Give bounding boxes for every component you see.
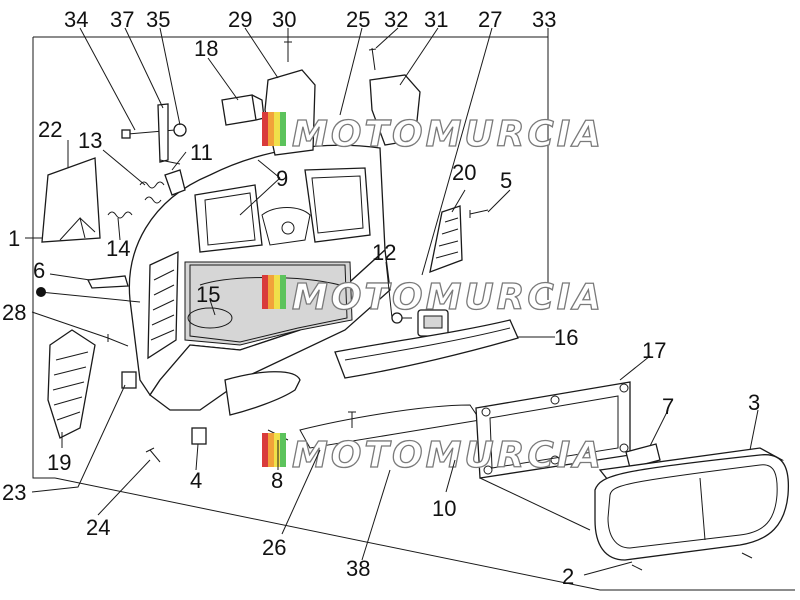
- callout-5: 5: [500, 168, 512, 193]
- callout-14: 14: [106, 236, 130, 261]
- callout-7: 7: [662, 394, 674, 419]
- callout-25: 25: [346, 7, 370, 32]
- lens-2: [594, 454, 790, 571]
- callout-11: 11: [190, 140, 213, 165]
- callout-37: 37: [110, 7, 134, 32]
- callout-labels: 34 37 35 29 30 25 32 31 27 33 18 22 13 1…: [2, 7, 760, 589]
- grille-20: [429, 205, 463, 274]
- watermark-text: MOTOMURCIA: [292, 114, 604, 155]
- part-22-sheet: [41, 157, 101, 243]
- screw-32: [368, 47, 377, 71]
- callout-34: 34: [64, 7, 88, 32]
- part-18-bracket: [221, 94, 265, 126]
- callout-32: 32: [384, 7, 408, 32]
- watermark-1: MOTOMURCIA: [262, 112, 604, 156]
- springs: [107, 169, 186, 219]
- callout-9: 9: [276, 166, 288, 191]
- screw-24: [145, 447, 161, 463]
- panel-26: [224, 371, 301, 416]
- callout-1: 1: [8, 226, 20, 251]
- callout-16: 16: [554, 325, 578, 350]
- callout-20: 20: [452, 160, 476, 185]
- callout-23: 23: [2, 480, 26, 505]
- callout-4: 4: [190, 468, 202, 493]
- callout-31: 31: [424, 7, 448, 32]
- screw-28: [107, 334, 129, 347]
- bracket-7: [625, 443, 661, 469]
- callout-24: 24: [86, 515, 110, 540]
- callout-26: 26: [262, 535, 286, 560]
- callout-8: 8: [271, 468, 283, 493]
- watermark-3: MOTOMURCIA: [262, 433, 604, 477]
- callout-27: 27: [478, 7, 502, 32]
- grille-19: [47, 329, 96, 439]
- callout-10: 10: [432, 496, 456, 521]
- clip-23: [121, 371, 137, 389]
- grille-body-left: [147, 250, 179, 360]
- callout-12: 12: [372, 240, 396, 265]
- callout-17: 17: [642, 338, 666, 363]
- frame-17: [475, 381, 631, 479]
- screw-5: [469, 209, 489, 218]
- callout-6: 6: [33, 258, 45, 283]
- callout-3: 3: [748, 390, 760, 415]
- latch-assembly: [121, 103, 187, 165]
- leader-lines: [25, 27, 759, 576]
- watermark-text: MOTOMURCIA: [292, 435, 604, 476]
- callout-33: 33: [532, 7, 556, 32]
- clip-4: [191, 427, 207, 445]
- bullet-dot: [36, 287, 46, 297]
- callout-28: 28: [2, 300, 26, 325]
- callout-30: 30: [272, 7, 296, 32]
- trim-16-groove: [344, 327, 511, 361]
- part-31-cover: [369, 74, 421, 146]
- callout-22: 22: [38, 117, 62, 142]
- screw-10: [348, 411, 356, 428]
- callout-35: 35: [146, 7, 170, 32]
- glovebox-shell: [128, 144, 391, 411]
- callout-18: 18: [194, 36, 218, 61]
- clip-6: [87, 275, 129, 289]
- frame-lower-line: [54, 477, 795, 591]
- watermark-text: MOTOMURCIA: [292, 277, 604, 318]
- callout-15: 15: [196, 282, 220, 307]
- callout-13: 13: [78, 128, 102, 153]
- callout-38: 38: [346, 556, 370, 581]
- callout-19: 19: [47, 450, 71, 475]
- callout-29: 29: [228, 7, 252, 32]
- trim-16: [334, 319, 519, 379]
- callout-2: 2: [562, 564, 574, 589]
- watermark-2: MOTOMURCIA: [262, 275, 604, 319]
- screw-30: [284, 40, 292, 62]
